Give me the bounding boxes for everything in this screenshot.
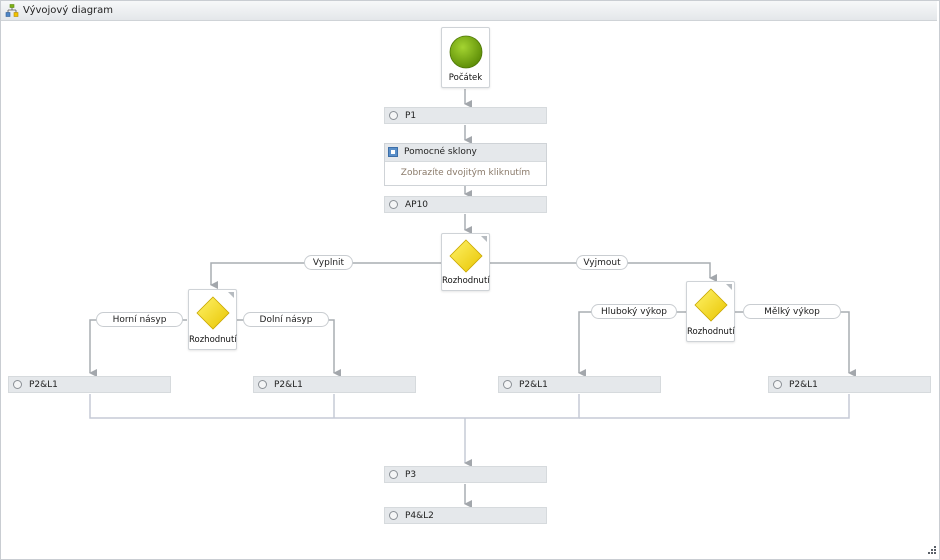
step-label: P2&L1 xyxy=(789,380,818,390)
decision-label: Rozhodnutí xyxy=(442,276,490,286)
group-pomocne-sklony[interactable]: Pomocné sklony Zobrazíte dvojitým kliknu… xyxy=(384,143,547,186)
step-icon xyxy=(13,380,22,389)
step-p2l1-c[interactable]: P2&L1 xyxy=(498,376,661,393)
step-ap10[interactable]: AP10 xyxy=(384,196,547,213)
corner-mark xyxy=(228,292,234,298)
decision-diamond-icon xyxy=(449,239,483,273)
step-label: P2&L1 xyxy=(29,380,58,390)
decision-label: Rozhodnutí xyxy=(687,327,735,337)
step-icon xyxy=(389,470,398,479)
edge-hluboky-vykop xyxy=(578,311,686,377)
step-icon xyxy=(389,200,398,209)
start-node[interactable]: Počátek xyxy=(441,27,490,88)
group-title: Pomocné sklony xyxy=(404,147,477,157)
decision-right[interactable]: Rozhodnutí xyxy=(686,281,735,342)
expand-group-icon xyxy=(388,147,398,157)
decision-diamond-icon xyxy=(196,296,230,330)
decision-diamond-icon xyxy=(694,288,728,322)
edge-vyplnit xyxy=(210,262,441,289)
step-label: P1 xyxy=(405,111,417,121)
step-icon xyxy=(258,380,267,389)
edge-vyjmout xyxy=(490,262,717,282)
edge-horni-nasyp xyxy=(89,319,187,377)
decision-left[interactable]: Rozhodnutí xyxy=(188,289,237,350)
corner-mark xyxy=(726,284,732,290)
group-header: Pomocné sklony xyxy=(385,144,546,162)
flowchart-icon xyxy=(5,4,19,17)
resize-grip-icon[interactable] xyxy=(926,546,936,556)
step-label: P3 xyxy=(405,470,417,480)
step-p3[interactable]: P3 xyxy=(384,466,547,483)
step-p1[interactable]: P1 xyxy=(384,107,547,124)
branch-melky-vykop[interactable]: Mělký výkop xyxy=(743,304,841,319)
step-icon xyxy=(503,380,512,389)
branch-vyjmout[interactable]: Vyjmout xyxy=(576,255,628,270)
decision-label: Rozhodnutí xyxy=(189,335,237,345)
group-hint: Zobrazíte dvojitým kliknutím xyxy=(400,168,531,178)
branch-horni-nasyp[interactable]: Horní násyp xyxy=(96,312,183,327)
step-icon xyxy=(389,111,398,120)
step-icon xyxy=(773,380,782,389)
edge-dolni-nasyp xyxy=(237,319,341,377)
window-title: Vývojový diagram xyxy=(23,5,114,16)
start-circle-icon xyxy=(449,35,483,69)
step-label: P4&L2 xyxy=(405,511,434,521)
step-label: P2&L1 xyxy=(274,380,303,390)
branch-vyplnit[interactable]: Vyplnit xyxy=(304,255,353,270)
branch-hluboky-vykop[interactable]: Hluboký výkop xyxy=(591,304,677,319)
branch-dolni-nasyp[interactable]: Dolní násyp xyxy=(243,312,329,327)
start-label: Počátek xyxy=(448,73,483,83)
merge-c xyxy=(465,394,580,419)
step-label: AP10 xyxy=(405,200,429,210)
step-p2l1-d[interactable]: P2&L1 xyxy=(768,376,931,393)
merge-d xyxy=(579,394,850,419)
step-label: P2&L1 xyxy=(519,380,548,390)
step-p2l1-a[interactable]: P2&L1 xyxy=(8,376,171,393)
step-p2l1-b[interactable]: P2&L1 xyxy=(253,376,416,393)
step-p4l2[interactable]: P4&L2 xyxy=(384,507,547,524)
step-icon xyxy=(389,511,398,520)
title-bar: Vývojový diagram xyxy=(1,1,937,21)
edge-melky-vykop xyxy=(735,311,856,377)
decision-main[interactable]: Rozhodnutí xyxy=(441,233,490,291)
merge-a xyxy=(89,394,465,419)
corner-mark xyxy=(481,236,487,242)
